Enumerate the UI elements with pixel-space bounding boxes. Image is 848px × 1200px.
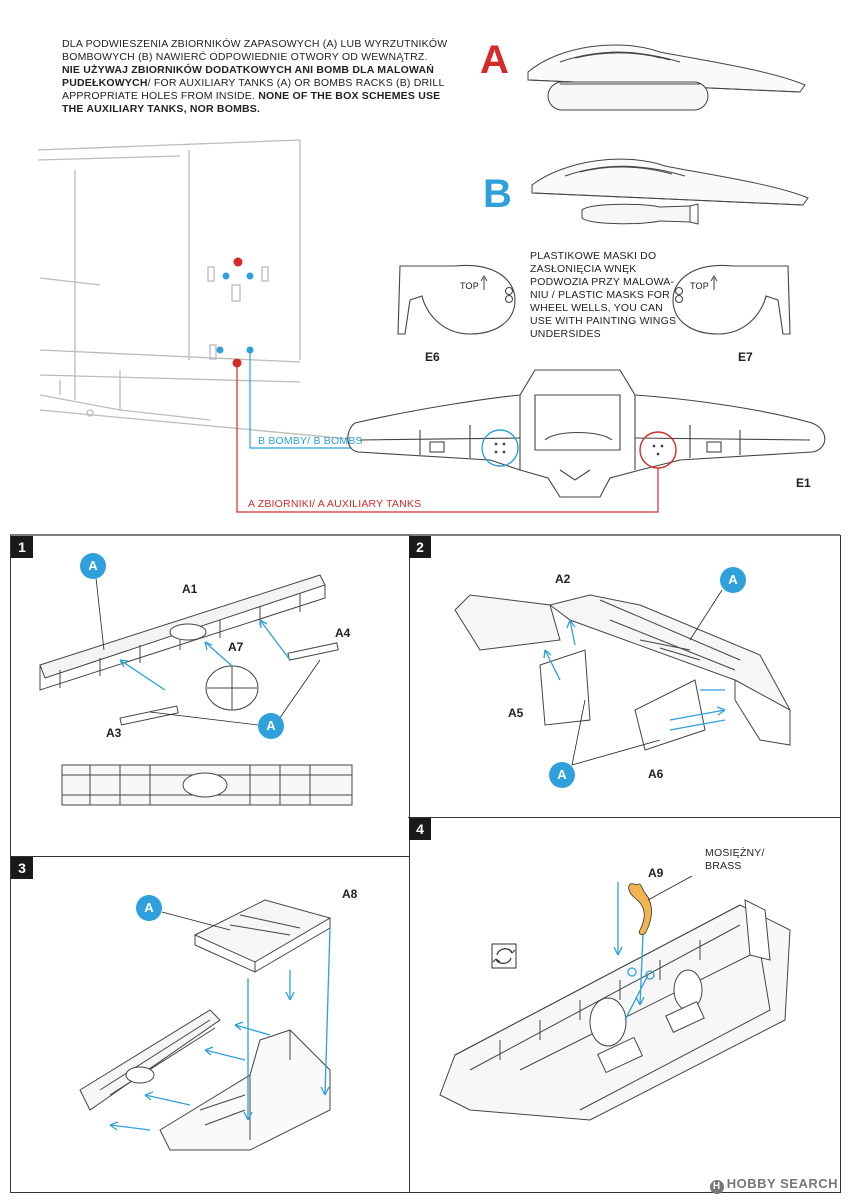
step1-panel — [10, 535, 410, 857]
masks-text: PLASTIKOWE MASKI DO ZASŁONIĘCIA WNĘK POD… — [530, 250, 676, 341]
rotate-icon — [491, 943, 517, 969]
variant-a-letter: A — [480, 38, 509, 82]
wing-hole-dots — [494, 442, 664, 456]
intro-line-4: PUDEŁKOWYCH/ FOR AUXILIARY TANKS (A) OR … — [62, 77, 447, 90]
wing-e1-drawing — [347, 369, 826, 498]
step2-callout-a-top: A — [720, 567, 746, 593]
step3-number: 3 — [11, 857, 33, 879]
mask-e7-arrow — [710, 275, 718, 290]
mask-e6-arrow — [480, 275, 488, 290]
intro-line-4-bold: PUDEŁKOWYCH — [62, 77, 148, 89]
step1-callout-a-top: A — [80, 553, 106, 579]
mask-e6-top-label: TOP — [460, 281, 479, 291]
step1-drawing — [39, 574, 353, 806]
intro-line-5-normal: APPROPRIATE HOLES FROM INSIDE. — [62, 90, 256, 102]
step2-drawing — [454, 594, 791, 751]
masks-line-1: PLASTIKOWE MASKI DO — [530, 250, 657, 262]
intro-line-5-bold: NONE OF THE BOX SCHEMES USE — [258, 90, 441, 102]
step4-brass-leader — [647, 875, 693, 901]
watermark-logo-icon: H — [709, 1180, 724, 1194]
step4-number: 4 — [409, 818, 431, 840]
masks-line-3: PODWOZIA PRZY MALOWA- — [530, 276, 675, 288]
step4-drawing — [439, 899, 791, 1121]
mask-e7-top-label: TOP — [690, 281, 709, 291]
step2-arrows — [543, 619, 726, 731]
step1-part-a7: A7 — [228, 640, 244, 654]
step3-part-a8: A8 — [342, 887, 358, 901]
masks-line-5: WHEEL WELLS, YOU CAN — [530, 302, 663, 314]
step4-brass-label: MOSIĘŻNY/ BRASS — [705, 847, 765, 873]
step1-callout-a-bottom: A — [258, 713, 284, 739]
step3-callout-leader — [161, 911, 231, 931]
mask-e7-label: E7 — [738, 350, 753, 364]
drill-holes — [216, 257, 254, 368]
step2-number: 2 — [409, 536, 431, 558]
variant-a-drawing — [527, 44, 806, 111]
step1-part-a1: A1 — [182, 582, 198, 596]
mask-e6-label: E6 — [425, 350, 440, 364]
tanks-highlight-circle — [639, 431, 677, 469]
step2-part-a2: A2 — [555, 572, 571, 586]
step4-arrows — [613, 882, 655, 1021]
masks-line-4: NIU / PLASTIC MASKS FOR — [530, 289, 670, 301]
step1-part-a4: A4 — [335, 626, 351, 640]
wing-e1-label: E1 — [796, 476, 811, 490]
brass-part-a9 — [628, 883, 652, 936]
step1-callout-leader — [95, 577, 105, 651]
intro-line-5: APPROPRIATE HOLES FROM INSIDE. NONE OF T… — [62, 90, 447, 103]
step3-arrows — [109, 927, 331, 1131]
intro-line-4-rest: / FOR AUXILIARY TANKS (A) OR BOMBS RACKS… — [147, 77, 445, 89]
mask-e6-drawing — [397, 264, 516, 335]
step1-arrows — [119, 619, 291, 691]
step4-panel — [408, 817, 841, 1193]
masks-line-7: UNDERSIDES — [530, 328, 601, 340]
tanks-leader-line — [236, 363, 659, 513]
tanks-label: A ZBIORNIKI/ A AUXILIARY TANKS — [248, 498, 422, 510]
step3-drawing — [79, 899, 332, 1151]
step2-part-a6: A6 — [648, 767, 664, 781]
step4-part-a9: A9 — [648, 866, 664, 880]
step2-part-a5: A5 — [508, 706, 524, 720]
step4-brass-line-2: BRASS — [705, 860, 742, 872]
step2-callout-leader-2 — [571, 699, 661, 766]
bombs-label: B BOMBY/ B BOMBS — [258, 435, 363, 447]
intro-line-6: THE AUXILIARY TANKS, NOR BOMBS. — [62, 103, 261, 115]
step2-callout-leader — [689, 589, 723, 641]
mask-e7-drawing — [672, 264, 791, 335]
intro-line-3: NIE UŻYWAJ ZBIORNIKÓW DODATKOWYCH ANI BO… — [62, 64, 435, 76]
watermark-text: HOBBY SEARCH — [726, 1176, 838, 1191]
bombs-highlight-circle — [481, 429, 519, 467]
step1-number: 1 — [11, 536, 33, 558]
variant-b-drawing — [531, 158, 809, 225]
masks-line-6: USE WITH PAINTING WINGS — [530, 315, 677, 327]
step3-panel — [10, 856, 410, 1193]
step2-callout-a-bottom: A — [549, 762, 575, 788]
intro-line-1: DLA PODWIESZENIA ZBIORNIKÓW ZAPASOWYCH (… — [62, 38, 448, 50]
intro-text: DLA PODWIESZENIA ZBIORNIKÓW ZAPASOWYCH (… — [62, 38, 447, 116]
step3-callout-a: A — [136, 895, 162, 921]
intro-line-2: BOMBOWYCH (B) NAWIERĆ ODPOWIEDNIE OTWORY… — [62, 51, 428, 63]
masks-line-2: ZASŁONIĘCIA WNĘK — [530, 263, 637, 275]
step1-callout-leader-2 — [149, 659, 321, 726]
step1-part-a3: A3 — [106, 726, 122, 740]
variant-b-letter: B — [483, 172, 512, 216]
step4-brass-line-1: MOSIĘŻNY/ — [705, 847, 765, 859]
step2-panel — [408, 535, 841, 818]
wing-inner-plan — [37, 139, 361, 441]
